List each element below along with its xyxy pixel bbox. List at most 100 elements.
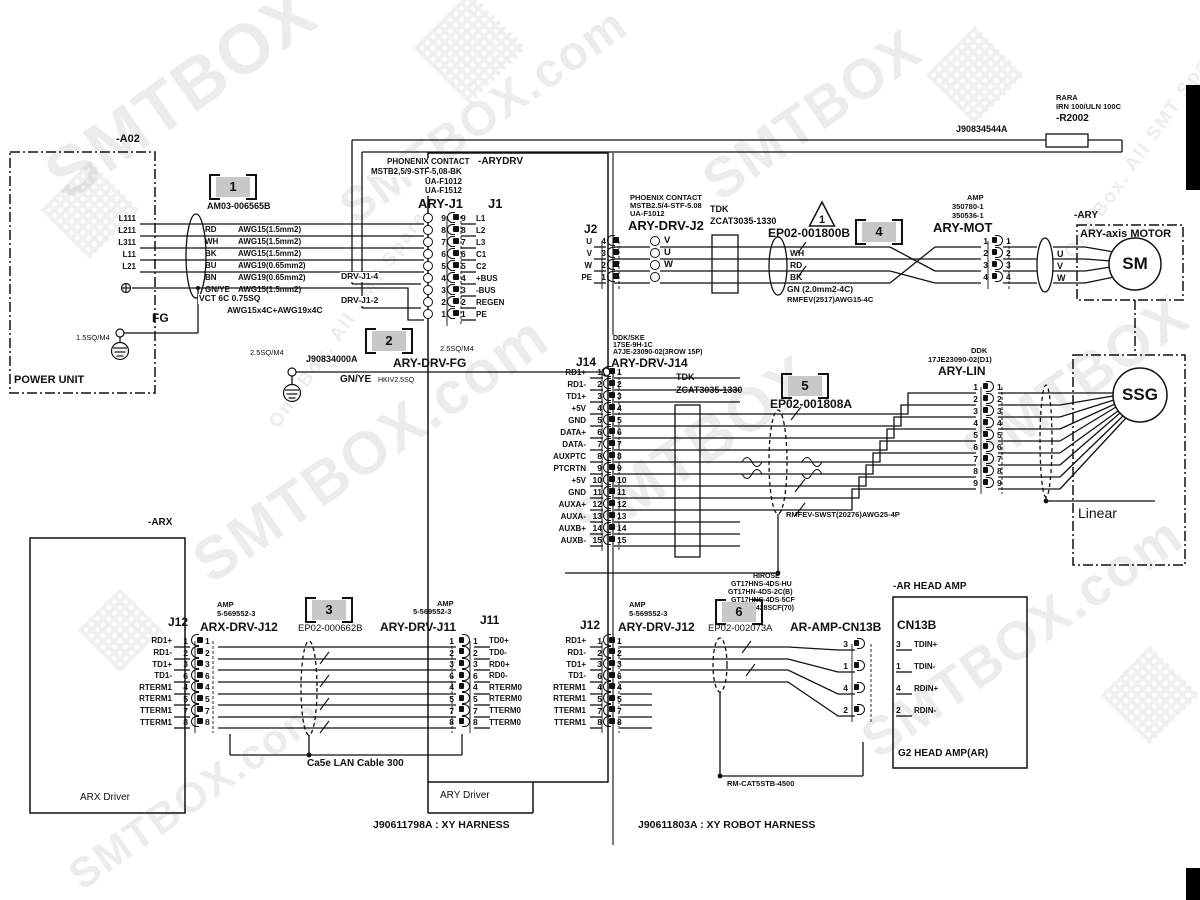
j14-pn: 17SE-9H-1C: [612, 342, 654, 350]
linear-motor-symbol: SSG: [1122, 385, 1158, 404]
phase-u: U: [1057, 249, 1064, 259]
ary-box-title: ARY-axis MOTOR: [1080, 228, 1172, 240]
pin-contact-icon: [458, 680, 471, 693]
phase-v: V: [1057, 261, 1064, 271]
lin-name: ARY-LIN: [938, 364, 986, 378]
pin-contact-icon: [602, 413, 615, 425]
fg2-part: J90834000A: [306, 354, 358, 364]
pin-contact-icon: [446, 271, 459, 283]
pin-contact-icon: [602, 401, 615, 413]
j14-cable-name: ARY-DRV-J14: [610, 356, 689, 371]
fg2-wire: GN/YE: [340, 374, 372, 385]
pin-contact-icon: [991, 258, 1004, 270]
regen-tap2: DRV-J1-2: [340, 295, 380, 306]
pin-contact-icon: [606, 270, 619, 282]
lan-cable-label: Ca5e LAN Cable 300: [307, 758, 404, 769]
wire-terminal-icon: [423, 236, 433, 247]
pin-contact-icon: [446, 235, 459, 247]
pin-contact-icon: [602, 509, 615, 521]
j2-drv-name: J2: [584, 222, 598, 236]
cable-spec: VCT 6C 0.75SQ: [198, 293, 262, 304]
pin-contact-icon: [602, 365, 615, 377]
cat5-cable-label: RM-CAT5STB-4500: [727, 779, 795, 788]
ferrite-model: ZCAT3035-1330: [710, 216, 777, 226]
wire-terminal-icon: [423, 260, 433, 271]
cn13-mfr: HIROSE: [753, 573, 780, 580]
wire-terminal-icon: [650, 271, 660, 282]
callout-1: 1: [209, 174, 257, 200]
pin-contact-icon: [446, 283, 459, 295]
pin-contact-icon: [606, 234, 619, 246]
wire-color: WH: [790, 248, 805, 258]
harness5-cable: RMFEV-SWST(20276)AWG25-4P: [786, 510, 900, 519]
footer-xy-harness: J90611798A : XY HARNESS: [373, 819, 510, 831]
wire-terminal-icon: [650, 235, 660, 246]
mot-pn: 350780-1: [952, 202, 984, 211]
harness5-part: EP02-001808A: [770, 397, 853, 411]
j14-drv-name: J14: [576, 355, 597, 369]
j11-pn: 5-569552-3: [413, 607, 452, 616]
pin-contact-icon: [602, 533, 615, 545]
linear-box-label: Linear: [1078, 505, 1117, 521]
pin-contact-icon: [190, 657, 203, 670]
warning-triangle-number: 1: [819, 214, 825, 226]
pin-contact-icon: [982, 380, 995, 392]
pin-contact-icon: [602, 485, 615, 497]
pin-contact-icon: [458, 657, 471, 670]
pin-contact-icon: [982, 464, 995, 476]
headamp-ref: -AR HEAD AMP: [893, 581, 967, 592]
pin-contact-icon: [982, 392, 995, 404]
pin-contact-icon: [602, 389, 615, 401]
mot-pn2: 350536-1: [952, 211, 984, 220]
pin-contact-icon: [446, 259, 459, 271]
j1-mfr: PHONENIX CONTACT: [386, 157, 471, 167]
j11-drv-name: J11: [480, 613, 500, 627]
pin-contact-icon: [991, 270, 1004, 282]
j2-pn2: UA-F1012: [630, 209, 665, 218]
wire-terminal-icon: [423, 212, 433, 223]
lin-mfr: DDK: [971, 346, 988, 355]
pin-contact-icon: [606, 258, 619, 270]
pin-contact-icon: [602, 715, 615, 728]
regen-tap4: DRV-J1-4: [340, 271, 380, 282]
pin-contact-icon: [458, 715, 471, 728]
callout-4: 4: [855, 219, 903, 245]
j12a-pn: 5-569552-3: [217, 609, 256, 618]
callout-2: 2: [365, 328, 413, 354]
headamp-conn: CN13B: [897, 618, 937, 632]
regen-harness-pn: J90834544A: [956, 124, 1008, 134]
j14-pn2: A7JE-23090-02(3ROW 15P): [612, 349, 704, 357]
j11-mfr: AMP: [437, 599, 454, 608]
j1-cable-name: ARY-J1: [418, 196, 464, 211]
pin-contact-icon: [853, 703, 866, 715]
j12b-cable-name: ARY-DRV-J12: [618, 620, 695, 634]
pin-contact-icon: [190, 704, 203, 716]
j14-mfr: DDK/SKE: [612, 335, 646, 343]
pin-contact-icon: [602, 461, 615, 473]
cn13-cable-name: AR-AMP-CN13B: [790, 620, 882, 634]
regen-mfr: RARA: [1056, 93, 1078, 102]
pin-contact-icon: [602, 680, 615, 693]
j12a-mfr: AMP: [217, 600, 234, 609]
pin-contact-icon: [991, 246, 1004, 258]
power-unit-title: POWER UNIT: [14, 374, 85, 386]
wire-color: RD: [790, 260, 803, 270]
pin-contact-icon: [602, 669, 615, 681]
regen-ref: -R2002: [1056, 113, 1089, 124]
pin-contact-icon: [458, 634, 471, 646]
pin-contact-icon: [602, 657, 615, 670]
pin-contact-icon: [853, 659, 866, 671]
wire-terminal-icon: [650, 247, 660, 258]
pin-contact-icon: [853, 637, 866, 649]
cn13-pn: GT17HNS-4DS-HU: [731, 581, 792, 588]
pin-contact-icon: [190, 692, 203, 704]
harness6-part: EP02-002073A: [708, 623, 773, 634]
pin-contact-icon: [606, 246, 619, 258]
pin-contact-icon: [602, 634, 615, 646]
pin-contact-icon: [982, 416, 995, 428]
page-edge-bar: [1186, 868, 1200, 900]
wire-terminal-icon: [423, 308, 433, 319]
j12a-drv-name: J12: [168, 615, 189, 629]
